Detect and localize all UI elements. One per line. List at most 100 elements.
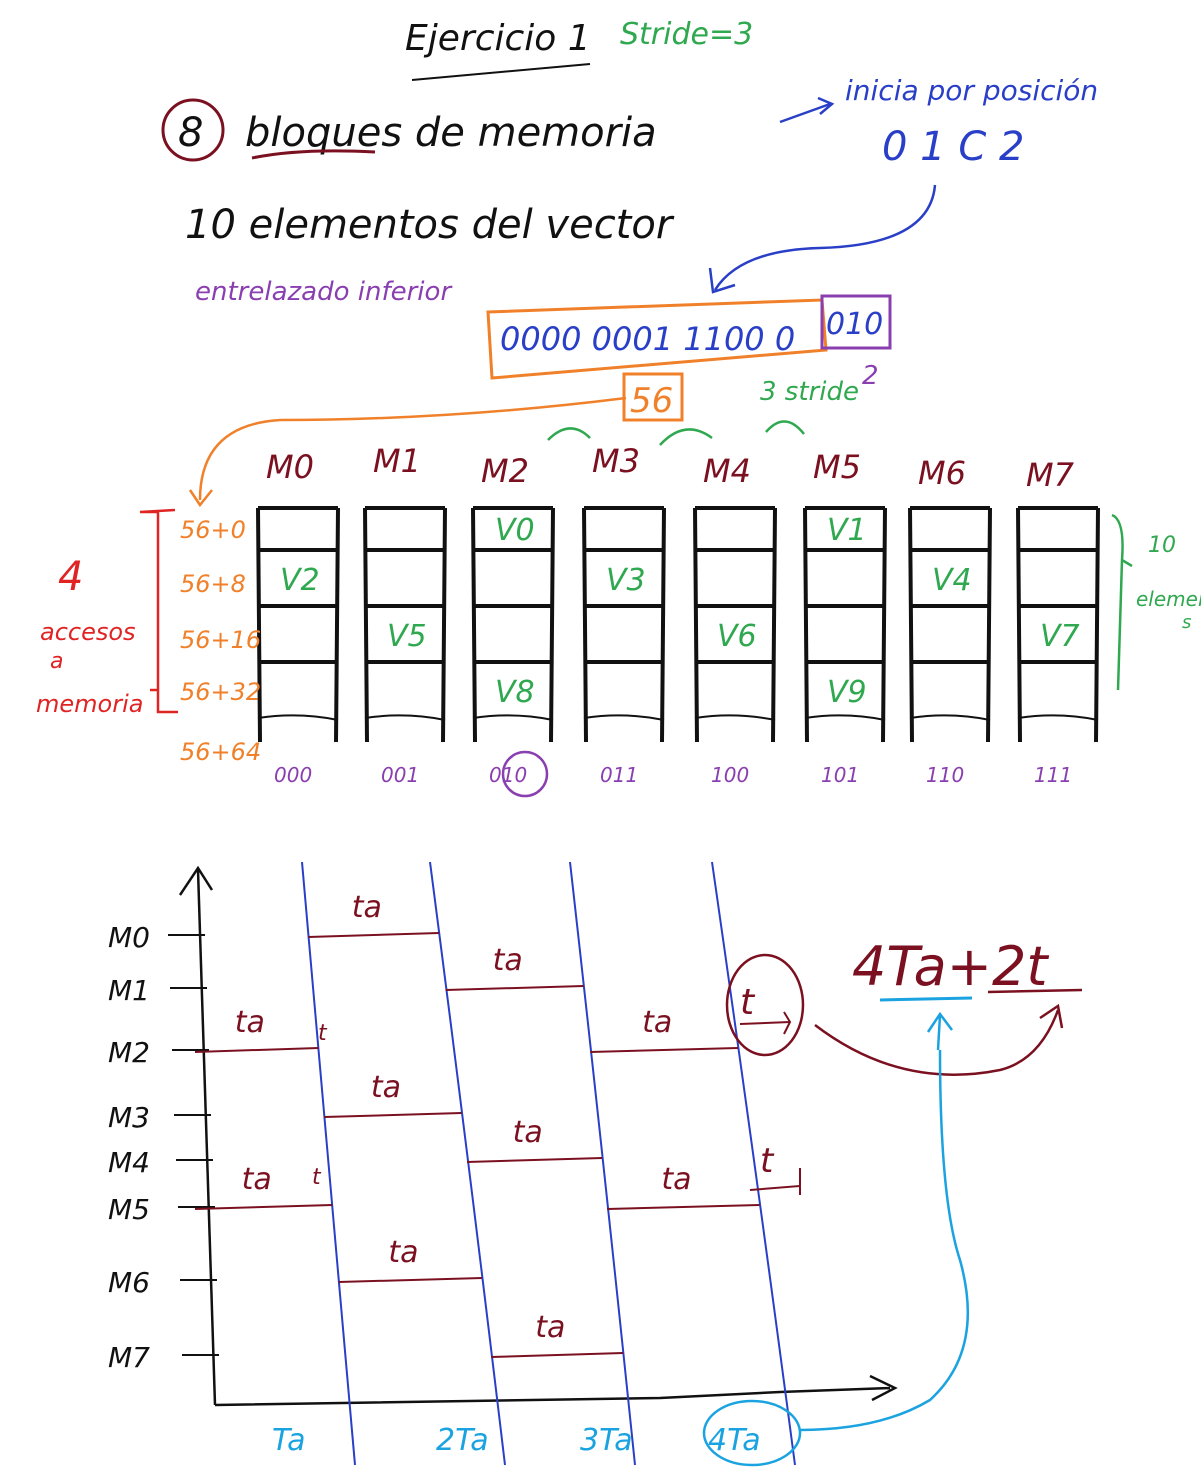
timing-y-label: M5 xyxy=(108,1193,150,1226)
vector-element-v5: V5 xyxy=(387,619,427,654)
formula-underline-maroon xyxy=(987,988,1083,994)
timing-x-label: 2Ta xyxy=(436,1423,489,1458)
access-bar xyxy=(194,1047,319,1053)
module-left-line xyxy=(803,507,809,743)
module-right-line xyxy=(986,507,992,743)
module-left-line xyxy=(256,507,262,743)
time-boundary-line xyxy=(301,861,356,1466)
module-bits-label: 011 xyxy=(600,763,638,787)
access-bar xyxy=(194,1204,333,1210)
access-bar-label: ta xyxy=(388,1235,418,1270)
module-bits-label: 000 xyxy=(274,763,312,787)
two-label: 2 xyxy=(862,361,879,391)
row-address: 56+16 xyxy=(180,626,261,654)
access-bar-label: ta xyxy=(642,1005,672,1040)
accesses-memory: memoria xyxy=(36,690,143,718)
vector-element-v7: V7 xyxy=(1040,619,1080,654)
final-time-circle xyxy=(702,1399,802,1467)
vector-element-v2: V2 xyxy=(280,563,320,598)
module-header-m1: M1 xyxy=(373,442,421,480)
access-bar xyxy=(324,1112,462,1118)
stride-note: Stride=3 xyxy=(620,17,753,52)
stride-small: 3 stride xyxy=(760,377,859,407)
time-boundary-line xyxy=(711,861,796,1466)
row-address: 56+0 xyxy=(180,516,246,544)
module-left-line xyxy=(471,507,477,743)
module-bits-label: 100 xyxy=(711,763,749,787)
interleave-text: entrelazado inferior xyxy=(195,277,453,307)
blocks-count-circle xyxy=(161,98,225,162)
module-wavy-line xyxy=(364,714,446,721)
memory-module-column xyxy=(363,506,447,743)
row-address: 56+64 xyxy=(180,738,261,766)
vector-element-v0: V0 xyxy=(495,513,535,548)
elements-number: 10 xyxy=(1148,533,1176,558)
module-wavy-line xyxy=(1017,714,1099,721)
access-bar-label: ta xyxy=(661,1162,691,1197)
module-wavy-line xyxy=(804,714,886,721)
timing-y-label: M1 xyxy=(108,974,150,1007)
memory-module-column xyxy=(471,506,555,743)
title-underline xyxy=(411,63,591,81)
access-bar xyxy=(338,1277,483,1283)
t-marker-final-m5: t xyxy=(760,1141,775,1181)
memory-module-column xyxy=(803,506,887,743)
memory-module-column xyxy=(693,506,777,743)
module-header-m2: M2 xyxy=(481,452,529,490)
base-value: 56 xyxy=(630,381,673,421)
accesses-a: a xyxy=(50,649,63,674)
module-right-line xyxy=(660,507,666,743)
module-right-line xyxy=(549,507,555,743)
blocks-count: 8 xyxy=(178,110,203,156)
timing-x-label: 3Ta xyxy=(580,1423,633,1458)
module-right-line xyxy=(881,507,887,743)
accesses-bracket xyxy=(139,508,178,714)
module-left-line xyxy=(1016,507,1022,743)
time-boundary-line xyxy=(569,861,636,1466)
access-bar-label: ta xyxy=(535,1310,565,1345)
module-wavy-line xyxy=(909,714,991,721)
t-final-m2-arrow xyxy=(739,1011,792,1035)
module-bits-label: 010 xyxy=(489,763,527,787)
access-bar xyxy=(607,1204,760,1210)
elements-word: elemento xyxy=(1136,587,1201,611)
selected-module-circle xyxy=(501,750,549,798)
vector-element-v8: V8 xyxy=(495,675,535,710)
t-final-m5-tick xyxy=(749,1168,801,1195)
module-right-line xyxy=(334,507,340,743)
cyan-link xyxy=(799,1011,970,1432)
module-wavy-line xyxy=(694,714,776,721)
t-to-formula-arrow xyxy=(814,1003,1064,1076)
start-note: inicia por posición xyxy=(845,74,1098,107)
stride-hops xyxy=(547,420,805,446)
module-bits-label: 111 xyxy=(1034,763,1072,787)
exercise-title: Ejercicio 1 xyxy=(405,18,591,59)
module-wavy-line xyxy=(583,714,665,721)
timing-time-lines xyxy=(301,861,796,1466)
low-bits-box xyxy=(820,294,892,350)
start-arrow xyxy=(779,96,835,124)
access-bar xyxy=(445,985,584,991)
access-bar-label: ta xyxy=(242,1162,272,1197)
module-header-m6: M6 xyxy=(918,454,966,492)
memory-module-column xyxy=(582,506,666,743)
vector-element-v9: V9 xyxy=(827,675,867,710)
accesses-number: 4 xyxy=(58,554,83,600)
module-left-line xyxy=(693,507,699,743)
module-bits-label: 101 xyxy=(821,763,859,787)
t-marker-m5: t xyxy=(312,1165,322,1190)
timing-y-label: M6 xyxy=(108,1266,150,1299)
access-bar xyxy=(308,932,440,938)
blocks-underline xyxy=(251,149,376,160)
module-header-m4: M4 xyxy=(703,452,751,490)
access-bar xyxy=(491,1352,624,1358)
module-right-line xyxy=(441,507,447,743)
accesses-word: accesos xyxy=(40,618,136,646)
